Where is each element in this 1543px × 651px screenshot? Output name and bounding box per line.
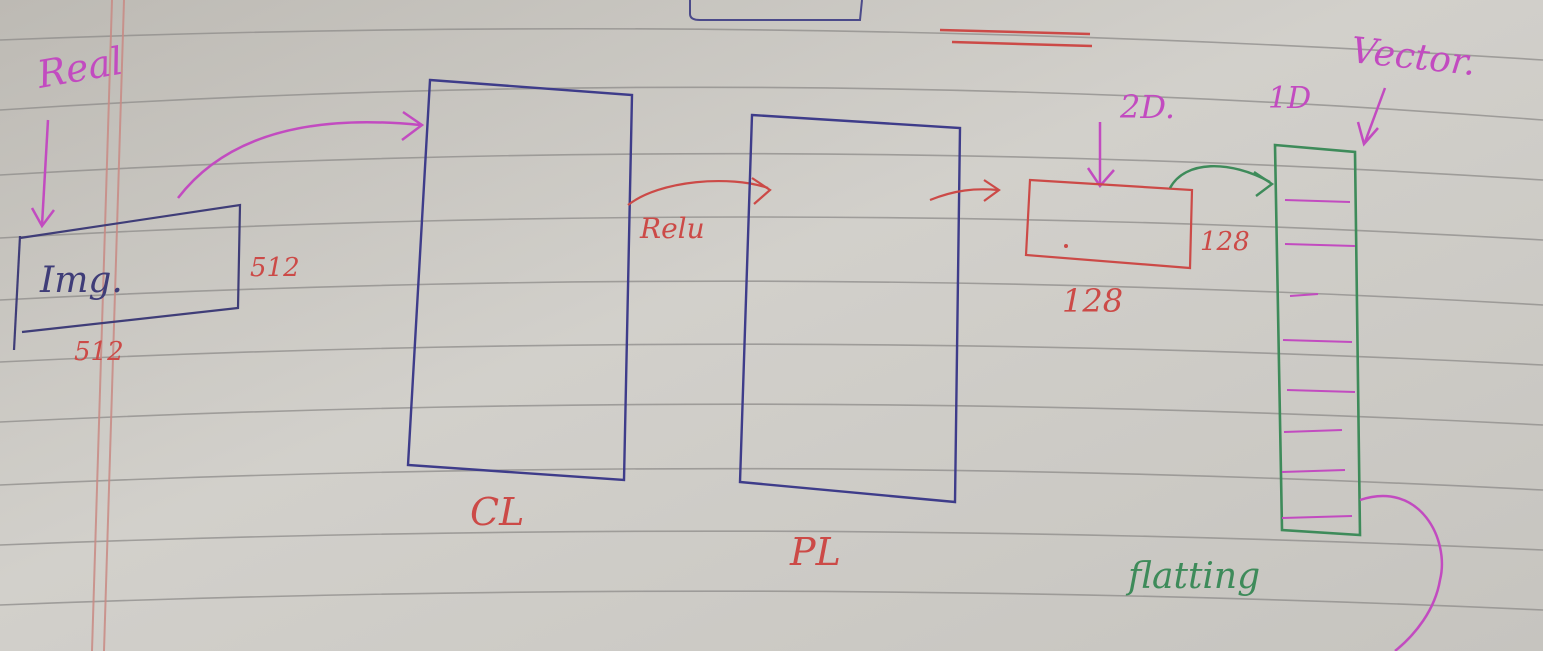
image-label: Img. [39,260,123,301]
feature-map-width-label: 128 [1200,227,1250,257]
relu-label: Relu [639,212,705,245]
top-double-underline [939,28,1093,48]
one-d-label: 1D [1268,81,1311,116]
pool-layer-label: PL [789,530,841,574]
pool-layer-box [738,113,962,504]
vector-arrow [1356,87,1387,147]
feature-map-box [1024,178,1194,270]
margin-lines [91,0,125,651]
real-arrow [30,119,55,229]
flatting-bracket [1359,494,1444,651]
two-d-arrow [1086,122,1115,189]
image-to-conv-arrow [177,110,425,199]
feature-map-dot [1064,244,1068,248]
top-partial-box [689,0,863,21]
flatting-label: flatting [1125,556,1260,597]
conv-layer-box [406,78,634,482]
conv-layer-label: CL [470,490,524,534]
relu-arrow [627,177,772,206]
pool-to-2d-arrow [929,179,1001,202]
two-d-label: 2D. [1119,88,1175,126]
feature-map-height-label: 128 [1062,282,1123,320]
two-d-to-one-d-arrow [1168,165,1275,197]
vector-cells [1281,199,1356,519]
vector-column-box [1273,143,1362,537]
image-box [12,203,242,351]
ruled-lines [0,27,1543,611]
image-width-label: 512 [250,253,300,283]
image-height-label: 512 [74,337,124,367]
